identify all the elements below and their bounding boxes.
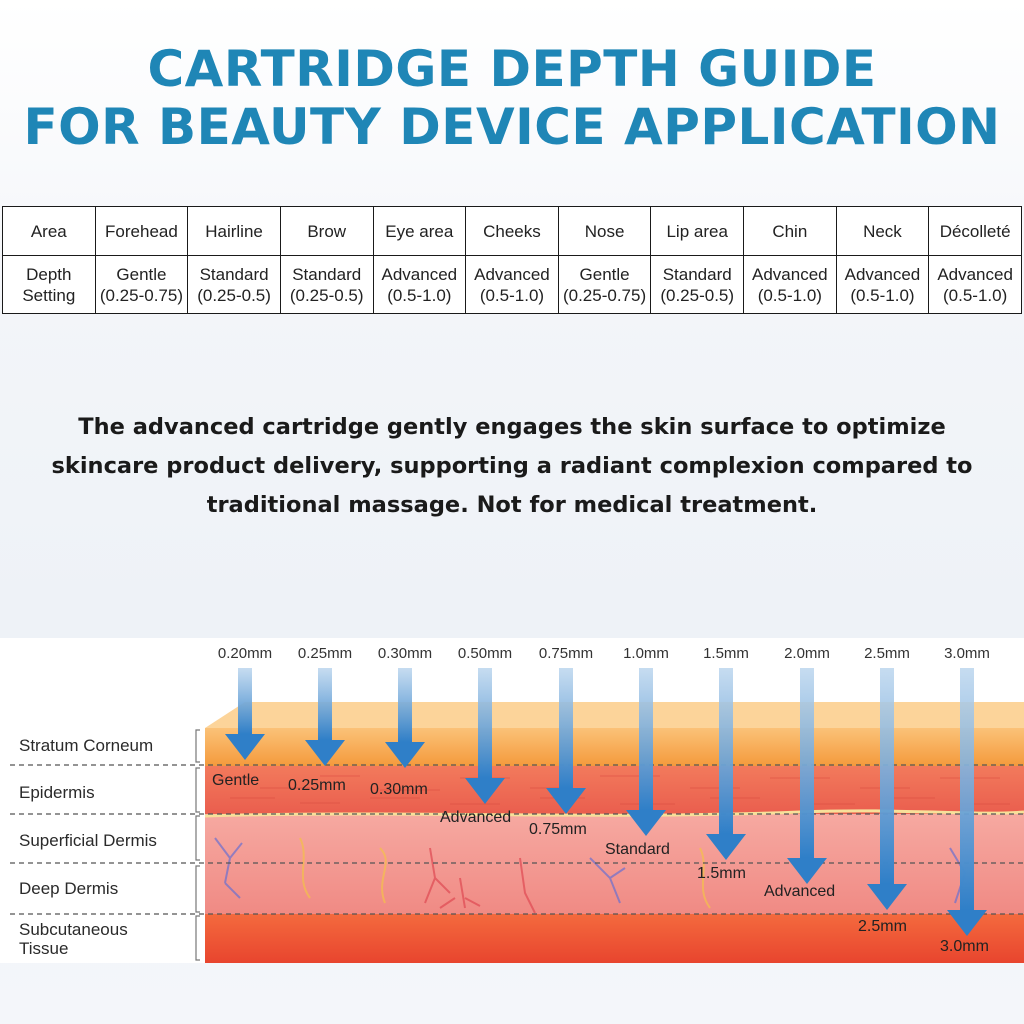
depth-arrow-head	[385, 742, 425, 768]
layer-label-epidermis: Epidermis	[19, 783, 95, 802]
layer-label-tissue: Tissue	[19, 939, 69, 958]
table-area-cell: Neck	[835, 206, 930, 256]
table-setting-cell: Standard(0.25-0.5)	[187, 255, 281, 314]
layer-label-deep-dermis: Deep Dermis	[19, 879, 119, 898]
depth-value-label: 2.5mm	[864, 645, 910, 662]
arrow-setting-label: 1.5mm	[697, 865, 746, 882]
depth-arrow-shaft	[559, 668, 573, 788]
table-area-cell: Nose	[557, 206, 652, 256]
description-line: traditional massage. Not for medical tre…	[206, 492, 818, 518]
description-line: The advanced cartridge gently engages th…	[78, 414, 946, 440]
depth-arrow-shaft	[318, 668, 332, 740]
depth-arrow-shaft	[478, 668, 492, 778]
depth-arrow-shaft	[398, 668, 412, 742]
depth-arrow-head	[305, 740, 345, 766]
table-setting-cell: Advanced(0.5-1.0)	[743, 255, 837, 314]
title-line-2: FOR BEAUTY DEVICE APPLICATION	[23, 98, 1001, 156]
depth-arrow-shaft	[880, 668, 894, 884]
layer-label-subcutaneous: Subcutaneous	[19, 920, 128, 939]
depth-arrow-head	[465, 778, 505, 804]
depth-arrow-shaft	[719, 668, 733, 834]
table-row-header-area: Area	[2, 206, 96, 256]
depth-table: Area Forehead Hairline Brow Eye area Che…	[2, 206, 1022, 314]
arrow-setting-label: 0.30mm	[370, 781, 428, 798]
depth-value-label: 2.0mm	[784, 645, 830, 662]
arrow-setting-label: 3.0mm	[940, 938, 989, 955]
table-setting-cell: Standard(0.25-0.5)	[650, 255, 744, 314]
page-title: CARTRIDGE DEPTH GUIDE FOR BEAUTY DEVICE …	[0, 40, 1024, 156]
depth-arrow-head	[626, 810, 666, 836]
depth-arrow-shaft	[238, 668, 252, 734]
table-setting-cell: Advanced(0.5-1.0)	[835, 255, 930, 314]
arrow-setting-label: Gentle	[212, 772, 260, 789]
depth-value-label: 3.0mm	[944, 645, 990, 662]
table-header-row: Area Forehead Hairline Brow Eye area Che…	[2, 206, 1022, 256]
table-setting-cell: Gentle(0.25-0.75)	[557, 255, 652, 314]
arrow-setting-label: 0.75mm	[529, 821, 587, 838]
arrow-setting-label: 2.5mm	[858, 918, 907, 935]
depth-value-label: 0.20mm	[217, 645, 273, 662]
table-setting-cell: Standard(0.25-0.5)	[279, 255, 374, 314]
title-line-1: CARTRIDGE DEPTH GUIDE	[147, 40, 877, 98]
depth-arrow-shaft	[639, 668, 653, 810]
depth-value-label: 0.30mm	[377, 645, 433, 662]
table-setting-cell: Gentle(0.25-0.75)	[94, 255, 189, 314]
depth-arrow-head	[546, 788, 586, 814]
description-line: skincare product delivery, supporting a …	[51, 453, 973, 479]
table-setting-row: Depth Setting Gentle(0.25-0.75) Standard…	[2, 255, 1022, 314]
table-area-cell: Eye area	[372, 206, 467, 256]
dermis-layer	[205, 814, 1024, 914]
table-area-cell: Forehead	[94, 206, 189, 256]
table-area-cell: Brow	[279, 206, 374, 256]
arrow-setting-label: Advanced	[764, 883, 836, 900]
depth-arrow-head	[225, 734, 265, 760]
depth-arrow-head	[947, 910, 987, 936]
depth-arrow-head	[787, 858, 827, 884]
description-text: The advanced cartridge gently engages th…	[40, 408, 984, 525]
depth-arrow-head	[706, 834, 746, 860]
depth-arrow-shaft	[800, 668, 814, 858]
table-setting-cell: Advanced(0.5-1.0)	[372, 255, 467, 314]
label-brackets	[195, 729, 200, 961]
table-setting-cell: Advanced(0.5-1.0)	[928, 255, 1022, 314]
skin-depth-diagram: Stratum Corneum Epidermis Superficial De…	[0, 638, 1024, 963]
follicles	[299, 837, 711, 909]
depth-value-label: 0.50mm	[457, 645, 513, 662]
skin-layers-illustration	[10, 668, 1024, 963]
depth-value-label: 0.25mm	[297, 645, 353, 662]
depth-arrow-head	[867, 884, 907, 910]
depth-value-label: 1.5mm	[703, 645, 749, 662]
table-area-cell: Cheeks	[465, 206, 559, 256]
arrow-setting-label: 0.25mm	[288, 777, 346, 794]
table-setting-cell: Advanced(0.5-1.0)	[465, 255, 559, 314]
arrow-setting-label: Advanced	[440, 809, 512, 826]
table-row-header-depth: Depth Setting	[2, 255, 96, 314]
table-area-cell: Chin	[743, 206, 837, 256]
arrow-setting-label: Standard	[605, 841, 670, 858]
nerve-endings	[424, 847, 536, 914]
table-area-cell: Hairline	[187, 206, 281, 256]
depth-arrows	[225, 668, 987, 936]
depth-arrow-shaft	[960, 668, 974, 910]
layer-dividers	[10, 764, 1024, 915]
layer-label-stratum-corneum: Stratum Corneum	[19, 736, 154, 755]
depth-value-label: 0.75mm	[538, 645, 594, 662]
depth-value-label: 1.0mm	[623, 645, 669, 662]
subcutaneous-layer	[205, 914, 1024, 963]
table-area-cell: Lip area	[650, 206, 744, 256]
layer-label-superficial-dermis: Superficial Dermis	[19, 831, 157, 850]
table-area-cell: Décolleté	[928, 206, 1022, 256]
